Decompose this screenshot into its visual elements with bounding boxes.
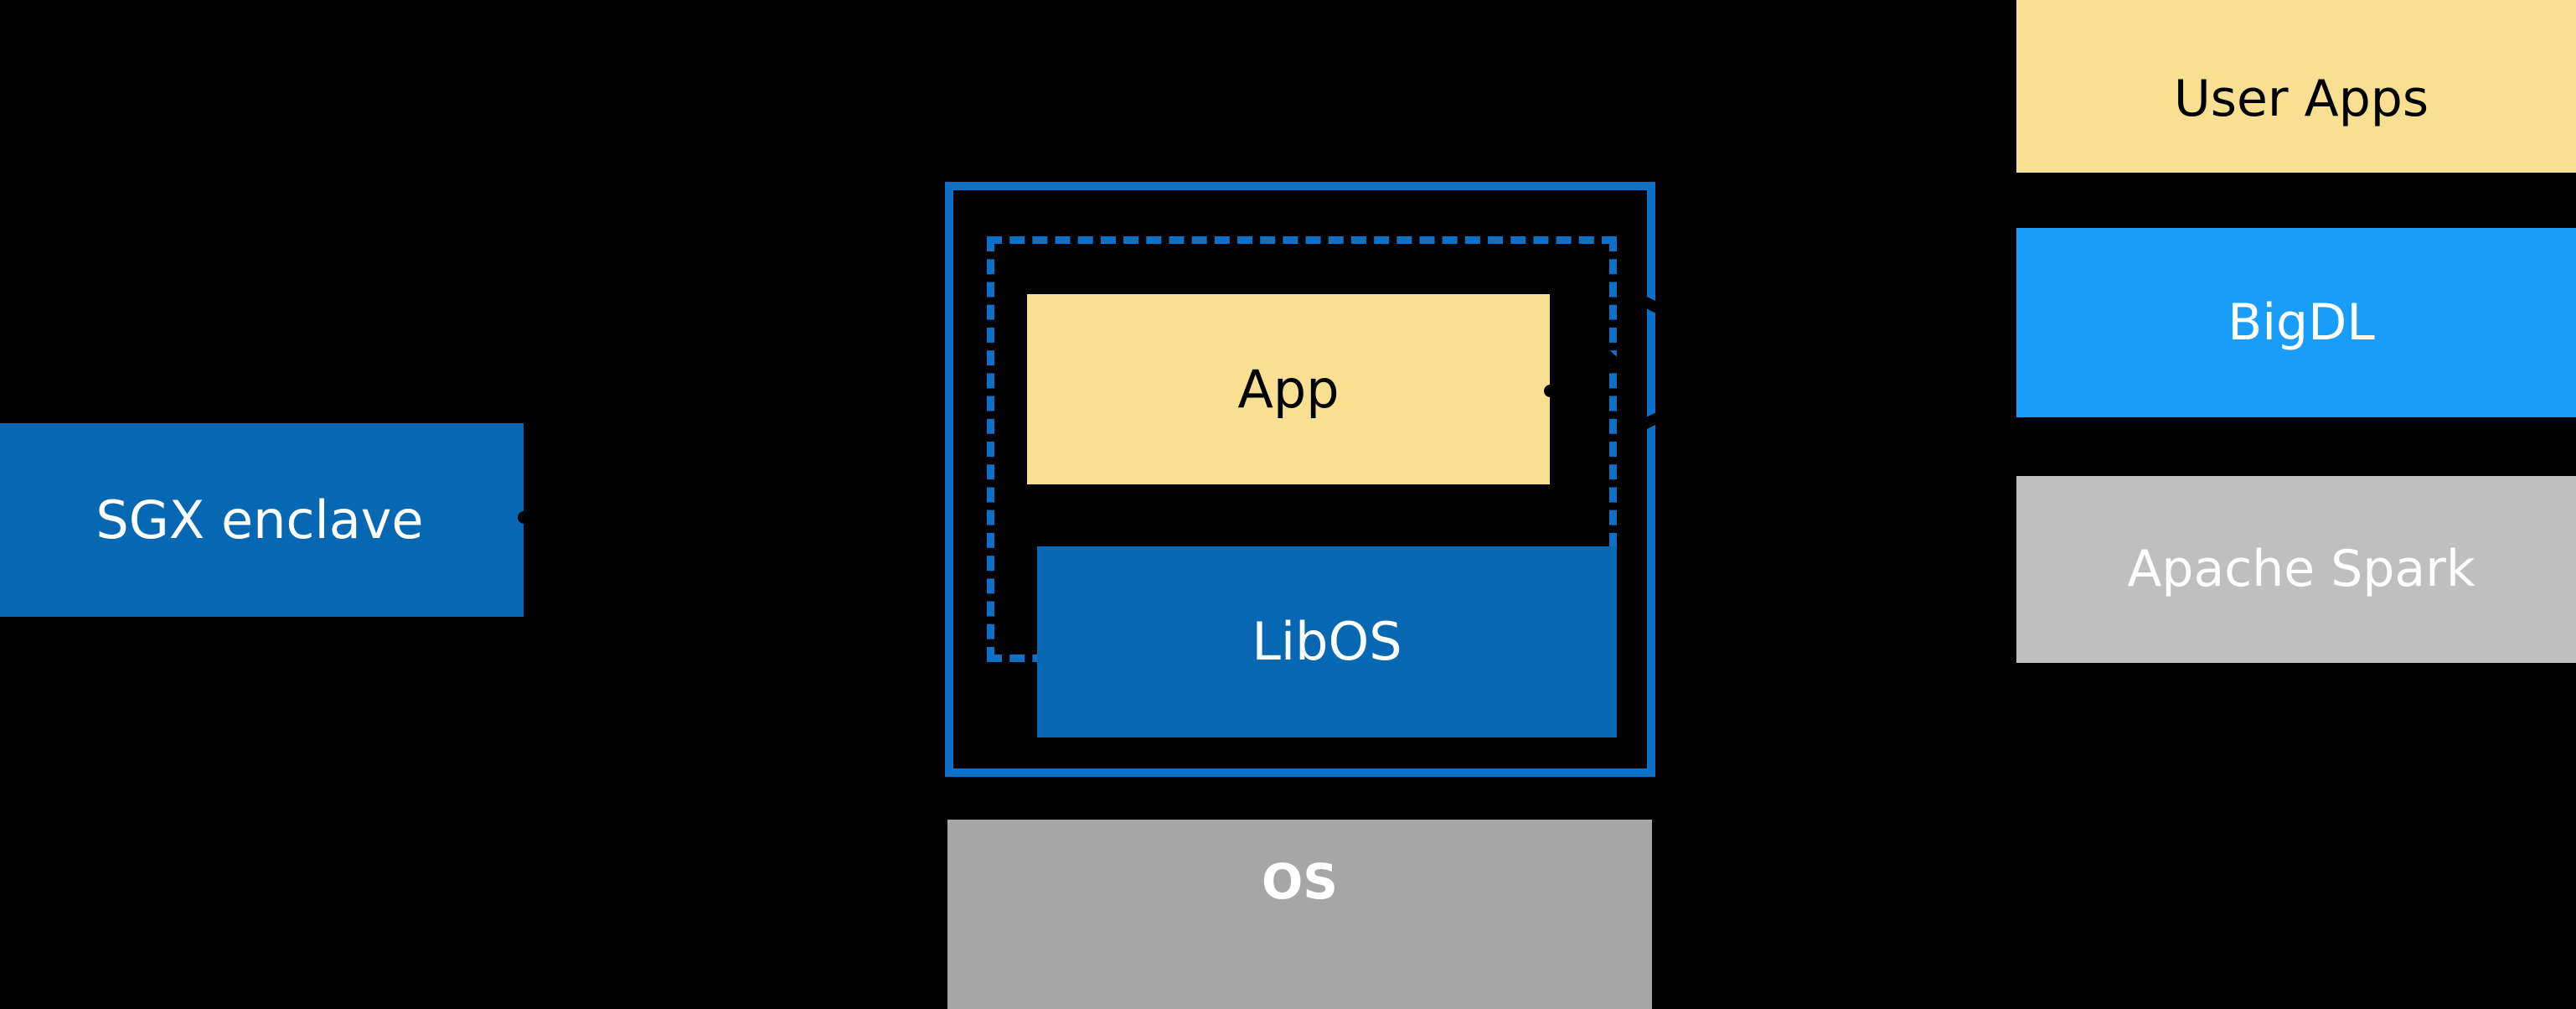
sgx-connector-anchor-dot [518,511,530,524]
app-connector-anchor-dot [1544,385,1556,397]
sgx-enclave-node: SGX enclave [0,423,524,617]
enclave-outer-frame [945,182,1655,777]
stack-item-bigdl: BigDL [2016,228,2576,417]
os-node: OS [947,820,1652,1009]
apache-spark-label: Apache Spark [2127,540,2475,598]
app-node: App [1027,294,1550,484]
app-label: App [1237,358,1340,420]
sgx-enclave-label: SGX enclave [96,489,424,551]
libos-label: LibOS [1252,611,1402,673]
stack-item-user-apps: User Apps [2016,0,2576,173]
os-label: OS [1261,853,1339,910]
bigdl-label: BigDL [2228,292,2375,352]
libos-node: LibOS [1037,546,1617,737]
user-apps-label: User Apps [2173,70,2429,128]
stack-item-apache-spark: Apache Spark [2016,476,2576,663]
